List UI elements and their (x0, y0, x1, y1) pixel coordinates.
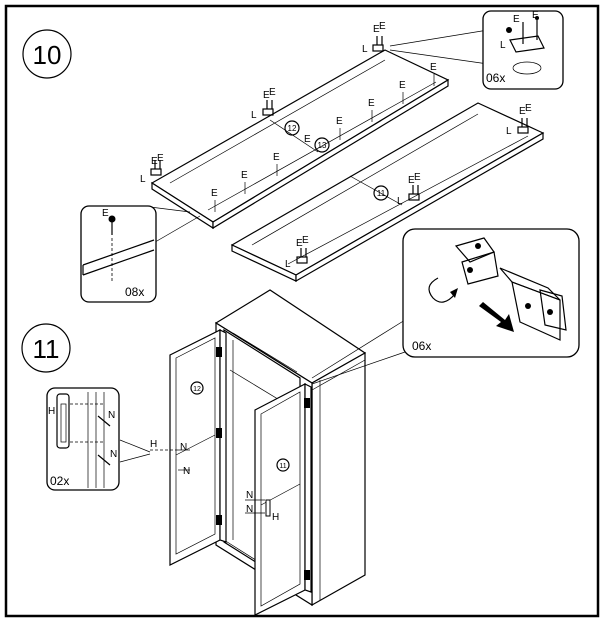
svg-text:L: L (251, 110, 257, 121)
svg-text:E: E (408, 175, 415, 186)
svg-text:E: E (399, 80, 406, 91)
plate-detail-count: 06x (486, 71, 505, 85)
svg-text:H: H (150, 439, 157, 450)
right-door-handle: N N H (245, 490, 279, 523)
svg-text:E: E (304, 134, 311, 145)
svg-text:E: E (302, 235, 309, 246)
lower-board-hinge-plates: E E L E E L E E L (285, 103, 532, 270)
plate-detail-label-e2: E (532, 10, 539, 21)
svg-text:L: L (285, 259, 291, 270)
plate-detail-label-l: L (500, 40, 506, 51)
svg-text:13: 13 (318, 141, 327, 150)
step-10-badge: 10 (22, 29, 72, 79)
step-11-number: 11 (33, 334, 60, 364)
svg-text:E: E (157, 153, 164, 164)
upper-board: E E E E E E E E 12 13 (150, 49, 450, 230)
handle-detail-label-n1: N (108, 410, 115, 421)
svg-text:N: N (183, 466, 190, 477)
svg-text:E: E (296, 238, 303, 249)
screw-detail-count: 08x (125, 285, 144, 299)
svg-text:E: E (211, 188, 218, 199)
right-door-callout: 11 (279, 463, 286, 470)
svg-text:E: E (273, 152, 280, 163)
svg-text:12: 12 (288, 124, 297, 133)
svg-text:E: E (373, 24, 380, 35)
screw-detail-label: E (102, 208, 109, 219)
lower-board: 11 (230, 102, 545, 283)
svg-text:N: N (246, 504, 253, 515)
svg-text:L: L (362, 44, 368, 55)
handle-detail-label-n2: N (110, 449, 117, 460)
step-10-number: 10 (33, 40, 62, 70)
svg-text:E: E (263, 90, 270, 101)
svg-text:E: E (519, 106, 526, 117)
panel-divider (269, 119, 319, 153)
step-11-badge: 11 (21, 323, 71, 373)
page-border (4, 4, 600, 618)
screw-detail: E 08x (80, 205, 157, 303)
svg-text:E: E (241, 170, 248, 181)
svg-text:11: 11 (377, 189, 386, 198)
hinge-plate-detail: E E L 06x (482, 10, 564, 90)
svg-text:L: L (397, 196, 403, 207)
left-door: 12 (169, 329, 227, 566)
hinge-detail: 06x (402, 228, 580, 358)
svg-text:L: L (506, 126, 512, 137)
svg-text:E: E (379, 21, 386, 32)
push-arrow-icon (479, 302, 514, 332)
right-door: 11 (254, 383, 312, 616)
upper-board-screw-holes (214, 74, 435, 212)
handle-detail: H N N 02x (46, 387, 120, 491)
svg-text:E: E (336, 116, 343, 127)
svg-text:E: E (430, 62, 437, 73)
svg-text:L: L (140, 174, 146, 185)
hinge-detail-count: 06x (412, 339, 431, 353)
panel-13-callout: 13 (314, 137, 330, 153)
svg-text:N: N (180, 442, 187, 453)
svg-text:N: N (246, 490, 253, 501)
left-door-callout: 12 (193, 386, 201, 393)
svg-text:E: E (414, 172, 421, 183)
svg-text:E: E (269, 87, 276, 98)
plate-detail-label-e1: E (513, 14, 520, 25)
panel-11-callout: 11 (373, 185, 389, 201)
upper-board-hinge-plates: E E L E E L E E L (140, 21, 386, 185)
left-door-handle: H N N (150, 439, 190, 477)
svg-text:E: E (151, 156, 158, 167)
panel-12-callout: 12 (284, 120, 300, 136)
handle-detail-label-h: H (48, 406, 55, 417)
handle-detail-count: 02x (50, 474, 69, 488)
svg-text:E: E (525, 103, 532, 114)
svg-text:E: E (368, 98, 375, 109)
svg-text:H: H (272, 512, 279, 523)
panel-divider (349, 175, 403, 206)
